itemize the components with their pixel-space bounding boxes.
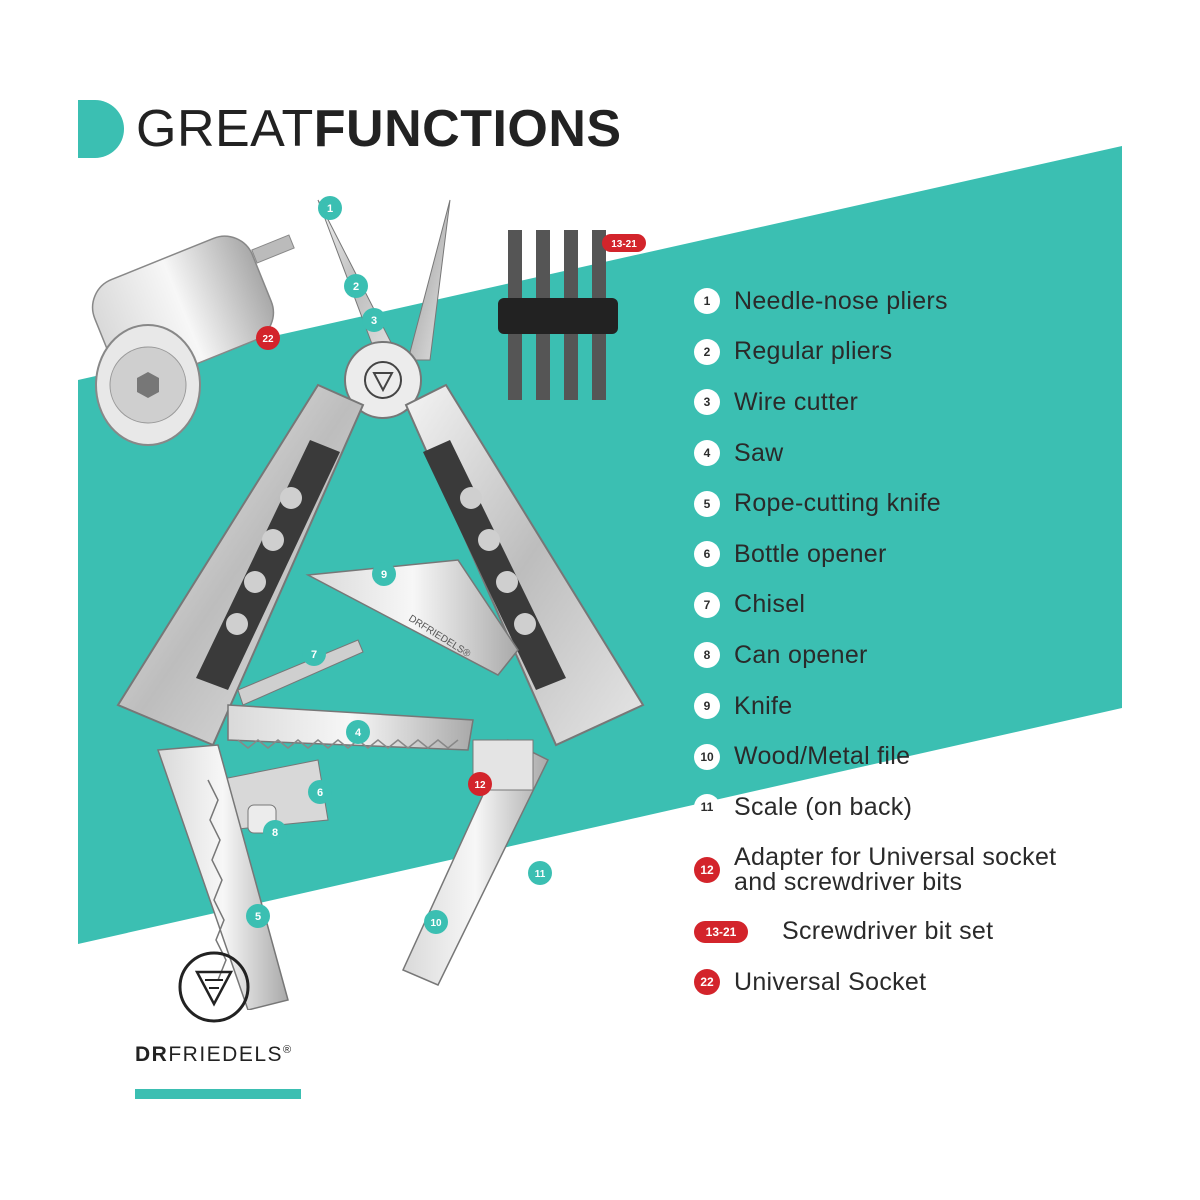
legend-item-chisel: 7 Chisel xyxy=(694,580,1154,631)
screwdriver-bit-set xyxy=(498,230,618,400)
title-light-text: GREAT xyxy=(136,100,314,158)
legend-label: Wire cutter xyxy=(734,387,859,416)
legend-label: Rope-cutting knife xyxy=(734,489,941,518)
svg-text:12: 12 xyxy=(474,780,486,791)
svg-text:8: 8 xyxy=(272,827,278,839)
legend-number-badge: 9 xyxy=(694,693,720,720)
legend-label: Universal Socket xyxy=(734,967,927,996)
callout-13-21: 13-21 xyxy=(602,234,646,252)
rope-cutting-knife xyxy=(156,744,289,1010)
legend-label: Needle-nose pliers xyxy=(734,286,948,315)
brand-logo-reg: ® xyxy=(283,1044,293,1056)
legend-label: Regular pliers xyxy=(734,337,893,366)
title-bold-text: FUNCTIONS xyxy=(313,100,622,158)
svg-text:11: 11 xyxy=(535,869,546,880)
legend-label: Bottle opener xyxy=(734,539,887,568)
legend-item-universal-socket: 22 Universal Socket xyxy=(694,957,1154,1008)
right-handle xyxy=(404,383,645,747)
legend-item-bottle-opener: 6 Bottle opener xyxy=(694,529,1154,580)
brand-logo: DRFRIEDELS® xyxy=(135,950,305,1067)
multitool-illustration: DRFRIEDELS® 1 2 3 22 13-21 9 7 4 6 8 12 … xyxy=(91,196,646,1010)
svg-text:13-21: 13-21 xyxy=(611,239,637,250)
legend-number-badge: 6 xyxy=(694,541,720,568)
legend-item-wire-cutter: 3 Wire cutter xyxy=(694,377,1154,428)
brand-logo-name: FRIEDELS xyxy=(168,1043,284,1066)
legend-number-badge: 1 xyxy=(694,288,720,315)
callout-11: 11 xyxy=(528,861,552,885)
callout-12: 12 xyxy=(468,772,492,796)
legend-number-badge: 10 xyxy=(694,743,720,770)
svg-text:10: 10 xyxy=(430,918,442,929)
brand-logo-icon xyxy=(178,951,250,1023)
legend-item-screwdriver-bit-set: 13-21 Screwdriver bit set xyxy=(694,907,1154,958)
logo-accent-bar xyxy=(135,1089,301,1099)
callout-2: 2 xyxy=(344,274,368,298)
callout-22: 22 xyxy=(256,326,280,350)
svg-text:5: 5 xyxy=(255,911,261,923)
legend-label: Can opener xyxy=(734,640,868,669)
brand-logo-text: DRFRIEDELS® xyxy=(135,1043,305,1067)
title-accent-tab xyxy=(78,100,124,158)
legend-number-pill: 13-21 xyxy=(694,920,748,943)
svg-text:9: 9 xyxy=(381,569,387,581)
legend-item-saw: 4 Saw xyxy=(694,428,1154,479)
svg-text:7: 7 xyxy=(311,649,317,661)
brand-logo-dr: DR xyxy=(135,1043,169,1066)
legend-number-badge: 3 xyxy=(694,389,720,416)
universal-socket xyxy=(91,234,295,446)
page-title: GREATFUNCTIONS xyxy=(78,100,622,158)
callout-4: 4 xyxy=(346,720,370,744)
legend-item-needle-nose-pliers: 1 Needle-nose pliers xyxy=(694,276,1154,327)
legend-number-badge: 12 xyxy=(694,856,720,883)
legend-number-badge: 5 xyxy=(694,490,720,517)
legend-number-badge: 7 xyxy=(694,591,720,618)
callout-5: 5 xyxy=(246,904,270,928)
legend-label: Screwdriver bit set xyxy=(782,917,994,946)
callout-6: 6 xyxy=(308,780,332,804)
svg-text:2: 2 xyxy=(353,281,359,293)
callout-1: 1 xyxy=(318,196,342,220)
svg-text:22: 22 xyxy=(262,334,274,345)
legend-number-badge: 8 xyxy=(694,642,720,669)
legend-item-adapter: 12 Adapter for Universal socket and scre… xyxy=(694,833,1154,907)
legend-number-badge: 2 xyxy=(694,338,720,365)
legend-label: Wood/Metal file xyxy=(734,742,911,771)
legend-number-badge: 11 xyxy=(694,794,720,821)
callout-10: 10 xyxy=(424,910,448,934)
svg-text:4: 4 xyxy=(355,727,362,739)
legend-item-wood-metal-file: 10 Wood/Metal file xyxy=(694,731,1154,782)
callout-7: 7 xyxy=(302,642,326,666)
legend-label: Chisel xyxy=(734,590,806,619)
svg-text:3: 3 xyxy=(371,315,377,327)
legend-label-line-1: Adapter for Universal socket xyxy=(734,842,1057,871)
legend-label: Knife xyxy=(734,691,793,720)
callout-3: 3 xyxy=(362,308,386,332)
legend-item-scale: 11 Scale (on back) xyxy=(694,782,1154,833)
svg-text:6: 6 xyxy=(317,787,323,799)
legend-item-regular-pliers: 2 Regular pliers xyxy=(694,327,1154,378)
legend-item-can-opener: 8 Can opener xyxy=(694,630,1154,681)
svg-text:1: 1 xyxy=(327,203,333,215)
callout-9: 9 xyxy=(372,562,396,586)
pliers-jaws xyxy=(317,199,451,419)
legend-item-knife: 9 Knife xyxy=(694,681,1154,732)
legend-item-rope-cutting-knife: 5 Rope-cutting knife xyxy=(694,478,1154,529)
legend-number-badge: 4 xyxy=(694,440,720,467)
legend-number-badge: 22 xyxy=(694,969,720,996)
callout-8: 8 xyxy=(263,820,287,844)
legend-label: Scale (on back) xyxy=(734,792,913,821)
functions-legend: 1 Needle-nose pliers 2 Regular pliers 3 … xyxy=(694,276,1154,1008)
legend-label: Saw xyxy=(734,438,784,467)
legend-label-line-2: and screwdriver bits xyxy=(734,867,963,896)
callout-badges: 1 2 3 22 13-21 9 7 4 6 8 12 11 10 5 xyxy=(246,196,646,934)
